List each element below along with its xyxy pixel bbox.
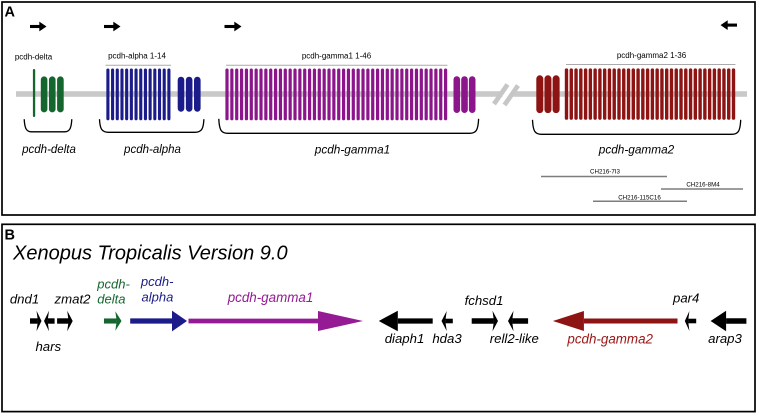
svg-text:par4: par4 <box>672 291 699 306</box>
svg-text:pcdh-gamma1: pcdh-gamma1 <box>227 290 314 305</box>
svg-text:pcdh-gamma2: pcdh-gamma2 <box>598 143 675 157</box>
svg-text:pcdh-alpha 1-14: pcdh-alpha 1-14 <box>108 51 166 60</box>
svg-text:pcdh-: pcdh- <box>140 274 174 289</box>
svg-text:CH216-7I3: CH216-7I3 <box>590 168 620 175</box>
svg-text:arap3: arap3 <box>708 331 742 346</box>
svg-text:CH216-115C16: CH216-115C16 <box>618 194 661 201</box>
svg-text:pcdh-gamma1: pcdh-gamma1 <box>314 143 390 157</box>
svg-text:pcdh-gamma2: pcdh-gamma2 <box>566 332 653 347</box>
svg-text:alpha: alpha <box>142 290 174 305</box>
svg-text:hars: hars <box>35 339 61 354</box>
svg-text:fchsd1: fchsd1 <box>465 293 504 308</box>
svg-text:zmat2: zmat2 <box>54 291 92 306</box>
svg-text:CH216-8M4: CH216-8M4 <box>686 181 720 188</box>
svg-text:dnd1: dnd1 <box>10 291 39 306</box>
svg-text:B: B <box>5 228 15 244</box>
svg-text:delta: delta <box>97 291 125 306</box>
svg-text:hda3: hda3 <box>432 331 462 346</box>
svg-text:pcdh-delta: pcdh-delta <box>21 144 76 156</box>
svg-text:pcdh-gamma1 1-46: pcdh-gamma1 1-46 <box>302 51 372 60</box>
svg-text:diaph1: diaph1 <box>385 331 425 346</box>
svg-text:rell2-like: rell2-like <box>490 331 539 346</box>
svg-text:pcdh-gamma2 1-36: pcdh-gamma2 1-36 <box>617 51 687 60</box>
svg-text:pcdh-delta: pcdh-delta <box>15 52 53 61</box>
svg-text:Xenopus Tropicalis Version 9.0: Xenopus Tropicalis Version 9.0 <box>12 243 288 265</box>
svg-text:pcdh-alpha: pcdh-alpha <box>123 144 181 156</box>
svg-text:pcdh-: pcdh- <box>96 277 130 292</box>
svg-text:A: A <box>5 5 16 21</box>
